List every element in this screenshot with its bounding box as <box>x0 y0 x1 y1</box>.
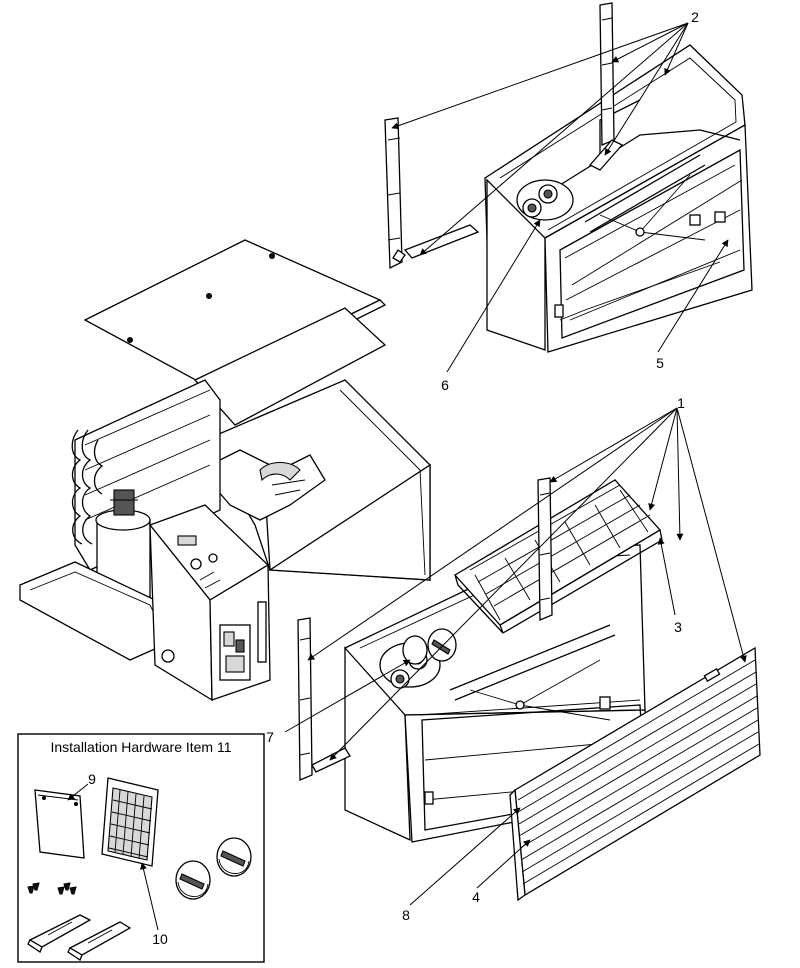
leader-lines <box>67 22 747 931</box>
callout-7: 7 <box>266 729 274 745</box>
ac-chassis <box>19 239 431 702</box>
installation-hardware-title: Installation Hardware Item 11 <box>50 739 231 755</box>
mounting-clips <box>27 914 132 961</box>
callout-2: 2 <box>691 9 699 25</box>
callout-labels: 2 5 6 1 3 7 8 4 9 10 <box>88 9 699 947</box>
callout-9: 9 <box>88 771 96 787</box>
mounting-bracket-lower-right <box>537 477 553 621</box>
callout-3: 3 <box>674 619 682 635</box>
callout-5: 5 <box>656 355 664 371</box>
callout-4: 4 <box>472 889 480 905</box>
installation-hardware-box: Installation Hardware Item 11 <box>17 733 265 963</box>
upper-front-cabinet <box>484 44 753 353</box>
lower-front-cabinet <box>344 544 653 843</box>
cover-plate <box>34 789 85 859</box>
callout-6: 6 <box>441 377 449 393</box>
callout-10: 10 <box>152 931 168 947</box>
control-knob-a <box>175 860 211 900</box>
control-knob-b <box>216 837 252 877</box>
exterior-grille <box>509 646 761 902</box>
callout-8: 8 <box>402 907 410 923</box>
mesh-filter <box>101 777 159 867</box>
mounting-bracket-upper-left <box>384 117 480 270</box>
callout-1: 1 <box>677 395 685 411</box>
screws <box>27 882 77 895</box>
